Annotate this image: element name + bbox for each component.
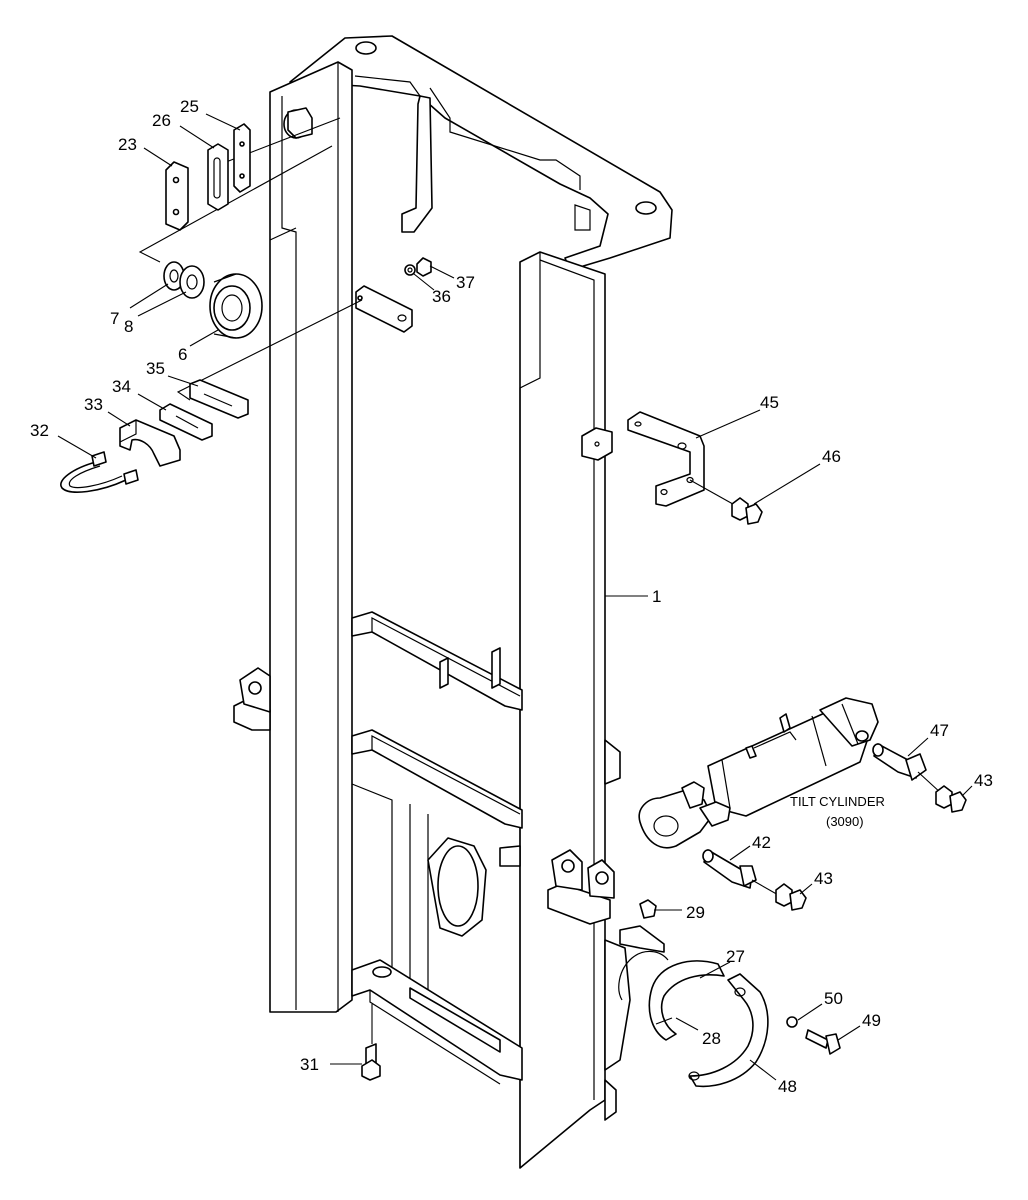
callout-33: 33 [84, 395, 103, 414]
callout-36: 36 [432, 287, 451, 306]
callout-45: 45 [760, 393, 779, 412]
callout-23: 23 [118, 135, 137, 154]
callout-27: 27 [726, 947, 745, 966]
callout-8: 8 [124, 317, 133, 336]
tilt-cylinder-label: TILT CYLINDER [790, 794, 885, 809]
callout-42: 42 [752, 833, 771, 852]
hose-clamp-assembly [60, 257, 432, 493]
callout-43-upper: 43 [974, 771, 993, 790]
callout-7: 7 [110, 309, 119, 328]
tilt-cylinder-ref: (3090) [826, 814, 864, 829]
outer-mast-frame [233, 35, 673, 1169]
callout-32: 32 [30, 421, 49, 440]
callout-35: 35 [146, 359, 165, 378]
callouts: 1 25 26 23 7 8 6 36 37 35 34 33 [30, 97, 993, 1096]
callout-47: 47 [930, 721, 949, 740]
callout-49: 49 [862, 1011, 881, 1030]
callout-6: 6 [178, 345, 187, 364]
right-bracket-assembly [581, 411, 763, 525]
callout-26: 26 [152, 111, 171, 130]
callout-25: 25 [180, 97, 199, 116]
tilt-cylinder-assembly [638, 697, 967, 911]
callout-37: 37 [456, 273, 475, 292]
callout-34: 34 [112, 377, 131, 396]
callout-29: 29 [686, 903, 705, 922]
callout-31: 31 [300, 1055, 319, 1074]
callout-28: 28 [702, 1029, 721, 1048]
callout-50: 50 [824, 989, 843, 1008]
callout-1: 1 [652, 587, 661, 606]
upper-roller-assembly [138, 107, 341, 339]
callout-48: 48 [778, 1077, 797, 1096]
callout-46: 46 [822, 447, 841, 466]
trunnion-bearing-assembly [361, 899, 841, 1088]
callout-43-lower: 43 [814, 869, 833, 888]
